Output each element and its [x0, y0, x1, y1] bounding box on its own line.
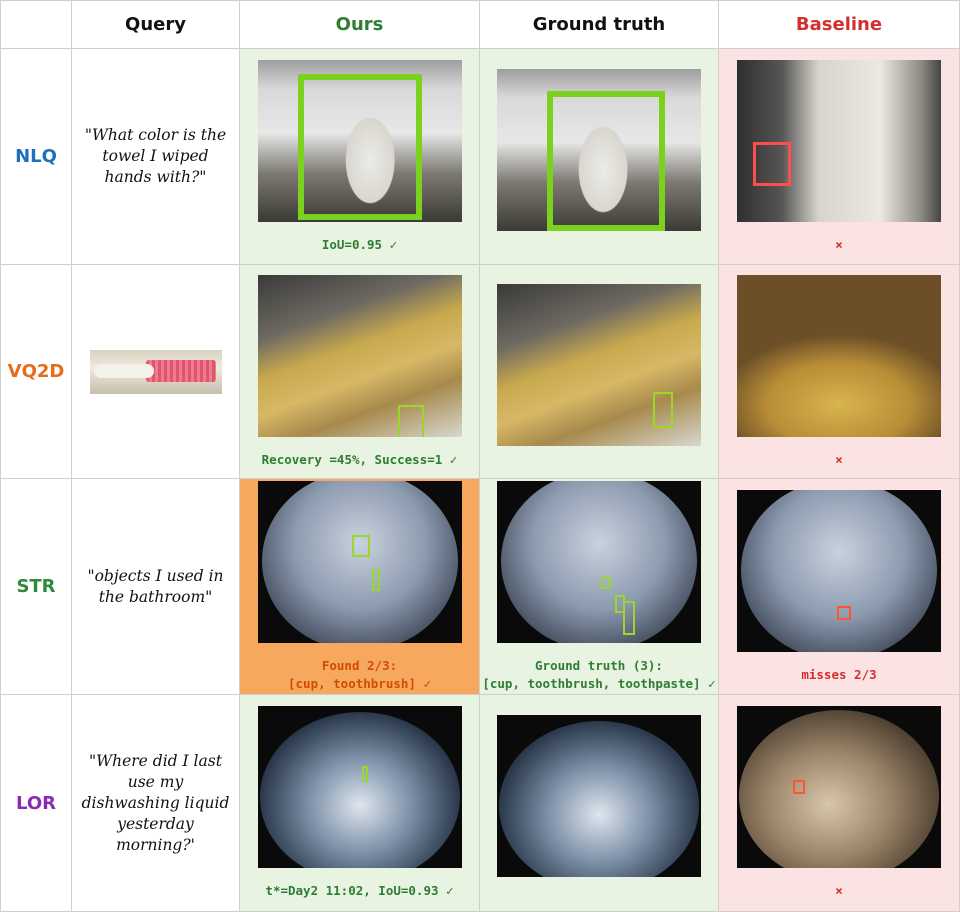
baseline-bbox-nlq	[753, 141, 791, 186]
baseline-caption-vq2d: ×	[835, 451, 843, 467]
header-baseline: Baseline	[719, 0, 960, 49]
ours-caption-str-line2: [cup, toothbrush] ✓	[288, 675, 431, 691]
baseline-caption-lor: ×	[835, 883, 843, 898]
brush-handle	[93, 363, 154, 378]
row-label-nlq: NLQ	[15, 146, 57, 167]
gt-cell-vq2d	[480, 265, 719, 479]
gt-bbox-nlq	[547, 90, 665, 231]
ours-image-str	[257, 480, 462, 643]
row-label-cell-vq2d: VQ2D	[0, 265, 72, 479]
query-text-nlq: "What color is the towel I wiped hands w…	[84, 126, 227, 186]
ours-bbox-str-toothbrush	[371, 568, 380, 591]
gt-cell-nlq	[480, 49, 719, 265]
ours-caption-str-line1: Found 2/3:	[321, 657, 398, 673]
gt-image-vq2d	[497, 283, 701, 446]
fisheye-view	[259, 712, 460, 868]
baseline-caption-str: misses 2/3	[801, 666, 877, 682]
baseline-cell-lor: ×	[719, 695, 960, 912]
ours-bbox-nlq	[297, 73, 422, 220]
gt-bbox-vq2d	[653, 391, 673, 428]
ours-bbox-str-cup	[351, 534, 370, 557]
header-ours: Ours	[240, 0, 480, 49]
gt-caption-str-line2: [cup, toothbrush, toothpaste] ✓	[482, 675, 716, 691]
header-query-label: Query	[125, 14, 186, 35]
gt-bbox-str-toothpaste	[623, 600, 635, 635]
baseline-cell-vq2d: ×	[719, 265, 960, 479]
ours-image-vq2d	[257, 274, 462, 437]
header-baseline-label: Baseline	[795, 14, 883, 35]
baseline-cell-str: misses 2/3	[719, 479, 960, 695]
ours-cell-str: Found 2/3: [cup, toothbrush] ✓	[240, 479, 480, 695]
header-ground-truth-label: Ground truth	[532, 14, 666, 35]
gt-cell-lor	[480, 695, 719, 912]
row-label-cell-nlq: NLQ	[0, 49, 72, 265]
row-label-cell-str: STR	[0, 479, 72, 695]
gt-caption-str: Ground truth (3): [cup, toothbrush, toot…	[482, 657, 715, 693]
ours-cell-lor: t*=Day2 11:02, IoU=0.93 ✓	[240, 695, 480, 912]
gt-image-str	[497, 480, 701, 643]
header-ground-truth: Ground truth	[480, 0, 719, 49]
ours-bbox-vq2d	[397, 404, 424, 437]
brush-image	[89, 349, 222, 394]
ours-image-nlq	[257, 59, 462, 222]
gt-image-lor	[497, 715, 701, 877]
baseline-bbox-lor	[793, 780, 805, 794]
row-label-lor: LOR	[16, 792, 56, 814]
gt-caption-str-line1: Ground truth (3):	[535, 657, 663, 673]
query-cell-vq2d	[72, 265, 240, 479]
ours-image-lor	[257, 706, 462, 868]
baseline-image-lor	[737, 706, 941, 868]
baseline-bbox-str	[837, 605, 851, 620]
fisheye-view	[261, 480, 458, 643]
baseline-image-nlq	[737, 59, 941, 222]
header-empty	[0, 0, 72, 49]
brush-bristles	[145, 359, 216, 382]
ours-caption-lor: t*=Day2 11:02, IoU=0.93 ✓	[265, 883, 454, 898]
fisheye-view	[741, 489, 937, 652]
query-cell-str: "objects I used in the bathroom"	[72, 479, 240, 695]
ours-caption-nlq: IoU=0.95 ✓	[321, 236, 398, 252]
ours-cell-vq2d: Recovery =45%, Success=1 ✓	[240, 265, 480, 479]
baseline-cell-nlq: ×	[719, 49, 960, 265]
header-ours-label: Ours	[335, 14, 384, 35]
ours-cell-nlq: IoU=0.95 ✓	[240, 49, 480, 265]
baseline-caption-nlq: ×	[835, 236, 843, 252]
row-label-cell-lor: LOR	[0, 695, 72, 912]
query-text-str: "objects I used in the bathroom"	[87, 566, 224, 606]
query-cell-lor: "Where did I last use my dishwashing liq…	[72, 695, 240, 912]
ours-caption-str: Found 2/3: [cup, toothbrush] ✓	[288, 657, 431, 693]
fisheye-view	[739, 710, 939, 868]
gt-bbox-str-cup	[601, 576, 611, 589]
baseline-image-vq2d	[737, 274, 941, 437]
fisheye-view	[499, 721, 699, 877]
gt-cell-str: Ground truth (3): [cup, toothbrush, toot…	[480, 479, 719, 695]
row-label-str: STR	[16, 576, 56, 597]
row-label-vq2d: VQ2D	[7, 361, 65, 382]
query-text-lor: "Where did I last use my dishwashing liq…	[81, 751, 230, 854]
baseline-image-str	[737, 489, 941, 652]
query-cell-nlq: "What color is the towel I wiped hands w…	[72, 49, 240, 265]
ours-bbox-lor	[361, 766, 368, 782]
header-query: Query	[72, 0, 240, 49]
gt-image-nlq	[497, 68, 701, 231]
ours-caption-vq2d: Recovery =45%, Success=1 ✓	[261, 451, 458, 467]
fisheye-view	[501, 480, 697, 643]
